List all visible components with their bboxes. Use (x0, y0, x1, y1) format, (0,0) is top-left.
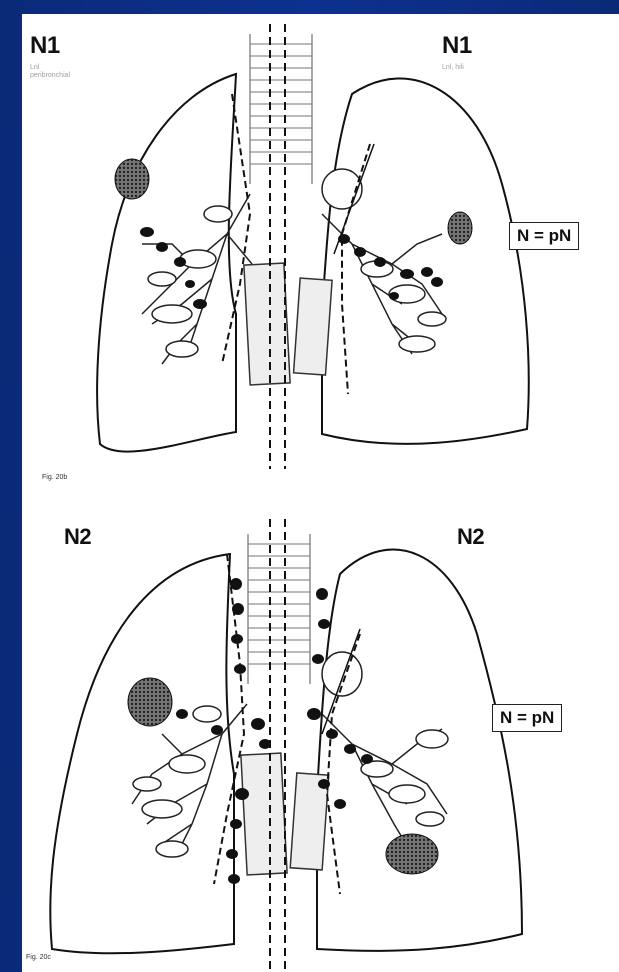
bottom-right-label: N2 (457, 524, 484, 550)
trachea (244, 34, 332, 385)
top-left-sublabel: Lnl peribronchial (30, 64, 150, 80)
bottom-figure (50, 519, 522, 969)
lung-diagrams (22, 14, 619, 972)
bottom-figure-caption: Fig. 20c (26, 954, 51, 961)
right-tumor (448, 212, 472, 244)
left-bronchial-tree (132, 704, 247, 857)
diagram-panel: N1 Lnl peribronchial N1 Lnl, hili N = pN… (22, 14, 619, 972)
top-equation-box: N = pN (509, 222, 579, 250)
top-figure (97, 24, 529, 469)
left-lung-outline (50, 554, 234, 953)
top-figure-caption: Fig. 20b (42, 474, 67, 481)
top-right-label: N1 (442, 32, 472, 60)
right-tumor (386, 834, 438, 874)
left-tumor (128, 678, 172, 726)
top-left-label: N1 (30, 32, 60, 60)
top-right-sublabel: Lnl, hili (442, 64, 522, 72)
bottom-left-label: N2 (64, 524, 91, 550)
left-tumor (115, 159, 149, 199)
right-lung-outline (322, 78, 529, 443)
bottom-equation-box: N = pN (492, 704, 562, 732)
